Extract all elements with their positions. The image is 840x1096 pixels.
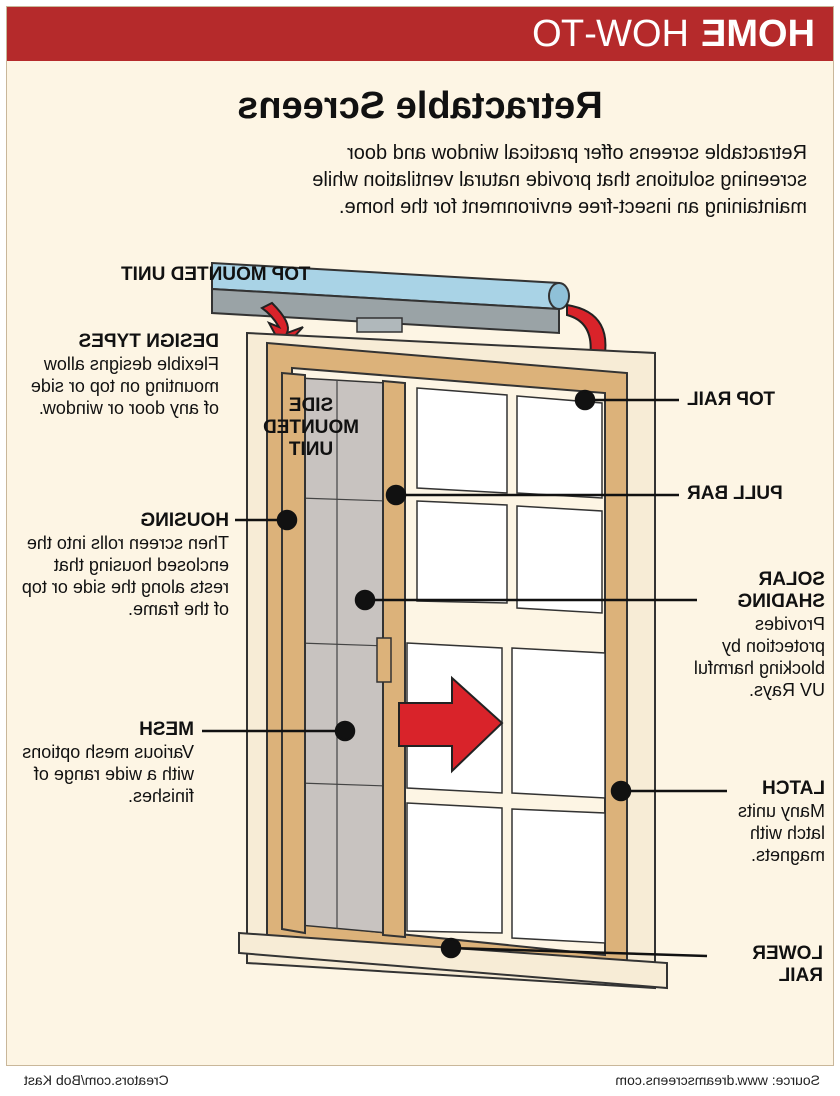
- diagram-area: TOP MOUNTED UNIT SIDE MOUNTED UNIT DESIG…: [7, 243, 833, 1033]
- header-bar: [7, 7, 833, 61]
- infographic-panel: HOME HOW-TO Retractable Screens Retracta…: [6, 6, 834, 1066]
- header-section: HOW-TO: [532, 12, 689, 55]
- intro-paragraph: Retractable screens offer practical wind…: [312, 142, 807, 218]
- header-title: HOME HOW-TO: [7, 7, 833, 61]
- label-design-types: DESIGN TYPES Flexible designs allow moun…: [30, 331, 219, 418]
- label-lower-rail: LOWER RAIL: [752, 943, 823, 986]
- label-side-mounted-unit: SIDE MOUNTED UNIT: [262, 395, 360, 460]
- mesh-screen: [298, 377, 388, 934]
- footer-credit: Creators.com/Bob Kast: [24, 1072, 169, 1088]
- label-mesh: MESH Various mesh options with a wide ra…: [22, 719, 194, 806]
- label-pull-bar: PULL BAR: [687, 483, 783, 504]
- label-top-mounted-unit: TOP MOUNTED UNIT: [121, 264, 311, 285]
- label-housing: HOUSING Then screen rolls into the enclo…: [21, 510, 229, 619]
- window-sill: [238, 931, 668, 990]
- header-brand: HOME: [701, 12, 815, 55]
- pull-bar: [382, 379, 406, 939]
- label-latch: LATCH Many units latch with magnets.: [737, 778, 825, 865]
- window-panes: [406, 387, 606, 944]
- slide-arrow: [398, 675, 504, 774]
- top-roller-unit: [211, 261, 570, 335]
- footer-source: Source: www.dreamscreens.com: [615, 1072, 820, 1088]
- footer: Source: www.dreamscreens.com Creators.co…: [0, 1066, 840, 1096]
- label-solar-shading: SOLAR SHADING Provides protection by blo…: [693, 569, 825, 700]
- callout-pointers: [202, 389, 727, 959]
- label-top-rail: TOP RAIL: [687, 389, 775, 410]
- window-diagram: [202, 261, 727, 990]
- page-title: Retractable Screens: [237, 85, 603, 127]
